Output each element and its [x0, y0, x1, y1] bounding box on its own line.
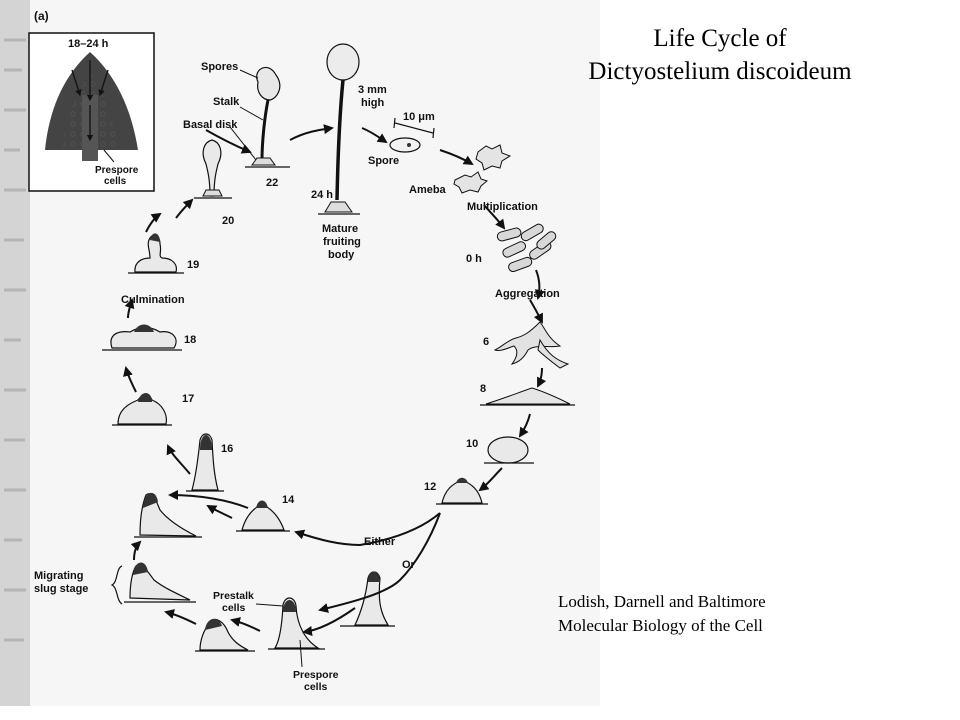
slide-title: Life Cycle of Dictyostelium discoideum	[520, 22, 920, 88]
height-label-line1: 3 mm	[358, 84, 387, 96]
inset-label-line2: cells	[104, 176, 127, 187]
ameba-label: Ameba	[409, 184, 447, 196]
spores-label: Spores	[201, 61, 238, 73]
crawling-slug-lower	[195, 618, 255, 652]
stage-14-label: 14	[282, 494, 295, 506]
stage-22-fruiting-body	[245, 66, 290, 168]
migrating-slug	[110, 562, 196, 605]
prespore-line1: Prespore	[293, 669, 339, 681]
stage-18	[102, 324, 182, 351]
stage-10-label: 10	[466, 438, 478, 450]
culmination-label: Culmination	[121, 294, 185, 306]
crawling-slug-upper	[134, 492, 202, 538]
stage-16-label: 16	[221, 443, 233, 455]
fruiting-body-line2: fruiting	[323, 236, 361, 248]
scale-bar	[393, 117, 435, 139]
stalk-label: Stalk	[213, 96, 240, 108]
time-24h-label: 24 h	[311, 189, 333, 201]
inset-time: 18–24 h	[68, 38, 109, 50]
source-credit: Lodish, Darnell and Baltimore Molecular …	[558, 590, 766, 638]
inset-panel: 18–24 h Prespore cells	[28, 32, 155, 192]
cycle-arrows	[123, 124, 547, 636]
standing-slug	[340, 571, 395, 627]
aggregation-label: Aggregation	[495, 288, 560, 300]
title-line-1: Life Cycle of	[653, 25, 787, 52]
fruiting-body-line3: body	[328, 249, 355, 261]
stage-10-mound	[484, 436, 534, 464]
slug-stage-line2: slug stage	[34, 583, 88, 595]
stage-19-label: 19	[187, 259, 199, 271]
stage-16	[186, 433, 224, 492]
stage-18-label: 18	[184, 334, 196, 346]
page-edge-shadow	[0, 0, 30, 706]
stage-8-mound	[480, 387, 575, 406]
life-cycle-figure: (a) 18–24 h Prespore cells Spores Stalk …	[0, 0, 575, 706]
mature-fruiting-body	[318, 43, 360, 215]
page-edge-text-lines	[4, 38, 26, 642]
height-label-line2: high	[361, 97, 384, 109]
stage-19	[128, 233, 184, 274]
stage-20-label: 20	[222, 215, 234, 227]
multiplication-label: Multiplication	[467, 201, 538, 213]
scale-label: 10 μm	[403, 111, 435, 123]
fruiting-body-line1: Mature	[322, 223, 358, 235]
stage-8-label: 8	[480, 383, 486, 395]
prestalk-line1: Prestalk	[213, 590, 254, 602]
prestalk-line2: cells	[222, 602, 246, 614]
stage-0h-label: 0 h	[466, 253, 482, 265]
inset-label-line1: Prespore	[95, 165, 139, 176]
stage-12-tipped-mound	[436, 477, 488, 505]
prespore-line2: cells	[304, 681, 328, 693]
stage-20	[194, 139, 232, 199]
title-line-2: Dictyostelium discoideum	[588, 58, 852, 85]
stage-17-label: 17	[182, 393, 194, 405]
spore-label: Spore	[368, 155, 399, 167]
ameba-cells	[453, 144, 512, 194]
panel-label: (a)	[34, 9, 49, 23]
stage-6-aggregate	[493, 321, 570, 369]
slug-stage-line1: Migrating	[34, 570, 84, 582]
multiplying-cells	[496, 223, 557, 273]
stage-6-label: 6	[483, 336, 489, 348]
stage-17	[112, 393, 172, 426]
stage-22-label: 22	[266, 177, 278, 189]
stage-12-label: 12	[424, 481, 436, 493]
credit-line-2: Molecular Biology of the Cell	[558, 616, 763, 635]
stage-14	[236, 500, 290, 532]
spore-cell	[389, 137, 421, 153]
or-label: Or	[402, 559, 416, 571]
basal-disk-label: Basal disk	[183, 119, 238, 131]
credit-line-1: Lodish, Darnell and Baltimore	[558, 592, 766, 611]
